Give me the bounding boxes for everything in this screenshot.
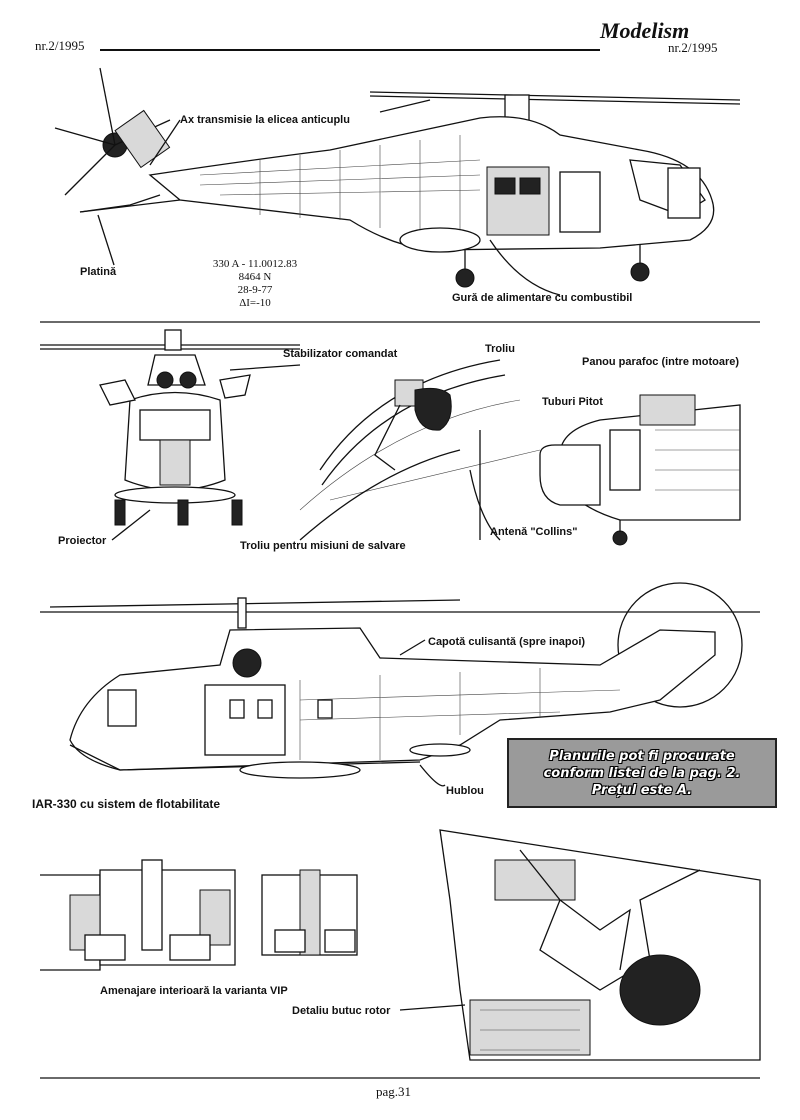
- registration-line: 28-9-77: [237, 284, 273, 296]
- caption-rotor-hub: Detaliu butuc rotor: [292, 1005, 391, 1017]
- interior-drawing: [40, 859, 358, 971]
- magazine-logo: Modelism: [600, 18, 690, 43]
- label-winch: Troliu: [485, 343, 515, 355]
- nose-detail-drawing: [539, 394, 741, 546]
- label-sliding-canopy: Capotă culisantă (spre inapoi): [428, 636, 586, 648]
- label-fuel-port: Gură de alimentare cu combustibil: [452, 292, 633, 304]
- promo-line: conform listei de la pag. 2.: [543, 765, 741, 781]
- page-number: pag.31: [376, 1084, 412, 1099]
- caption-float-system: IAR-330 cu sistem de flotabilitate: [32, 797, 221, 811]
- promo-line: Prețul este A.: [591, 782, 693, 798]
- promo-box: Planurile pot fi procurate conform liste…: [507, 738, 777, 808]
- label-platina: Platină: [80, 266, 117, 278]
- label-tail-shaft: Ax transmisie la elicea anticuplu: [180, 114, 350, 126]
- promo-line: Planurile pot fi procurate: [549, 748, 735, 764]
- label-pitot: Tuburi Pitot: [542, 396, 603, 408]
- registration-line: 330 A - 11.0012.83: [212, 258, 298, 270]
- label-collins-antenna: Antenă "Collins": [490, 526, 578, 538]
- caption-vip-interior: Amenajare interioară la varianta VIP: [100, 985, 288, 997]
- issue-number-left: nr.2/1995: [35, 38, 85, 53]
- float-view-drawing: [49, 582, 743, 787]
- rotor-hub-drawing: [399, 829, 761, 1061]
- label-porthole: Hublou: [446, 785, 484, 797]
- label-firewall: Panou parafoc (intre motoare): [582, 356, 740, 368]
- label-projector: Proiector: [58, 535, 107, 547]
- front-view-drawing: [40, 329, 301, 541]
- side-view-drawing: [54, 67, 741, 296]
- winch-detail-drawing: [299, 359, 541, 541]
- registration-line: 8464 N: [238, 271, 272, 283]
- registration-block: 330 A - 11.0012.83 8464 N 28-9-77 ΔI=-10: [210, 258, 300, 310]
- label-rescue-winch: Troliu pentru misiuni de salvare: [240, 540, 406, 552]
- registration-line: ΔI=-10: [239, 297, 271, 309]
- label-stabilizer: Stabilizator comandat: [283, 348, 398, 360]
- issue-number-right: nr.2/1995: [668, 40, 718, 55]
